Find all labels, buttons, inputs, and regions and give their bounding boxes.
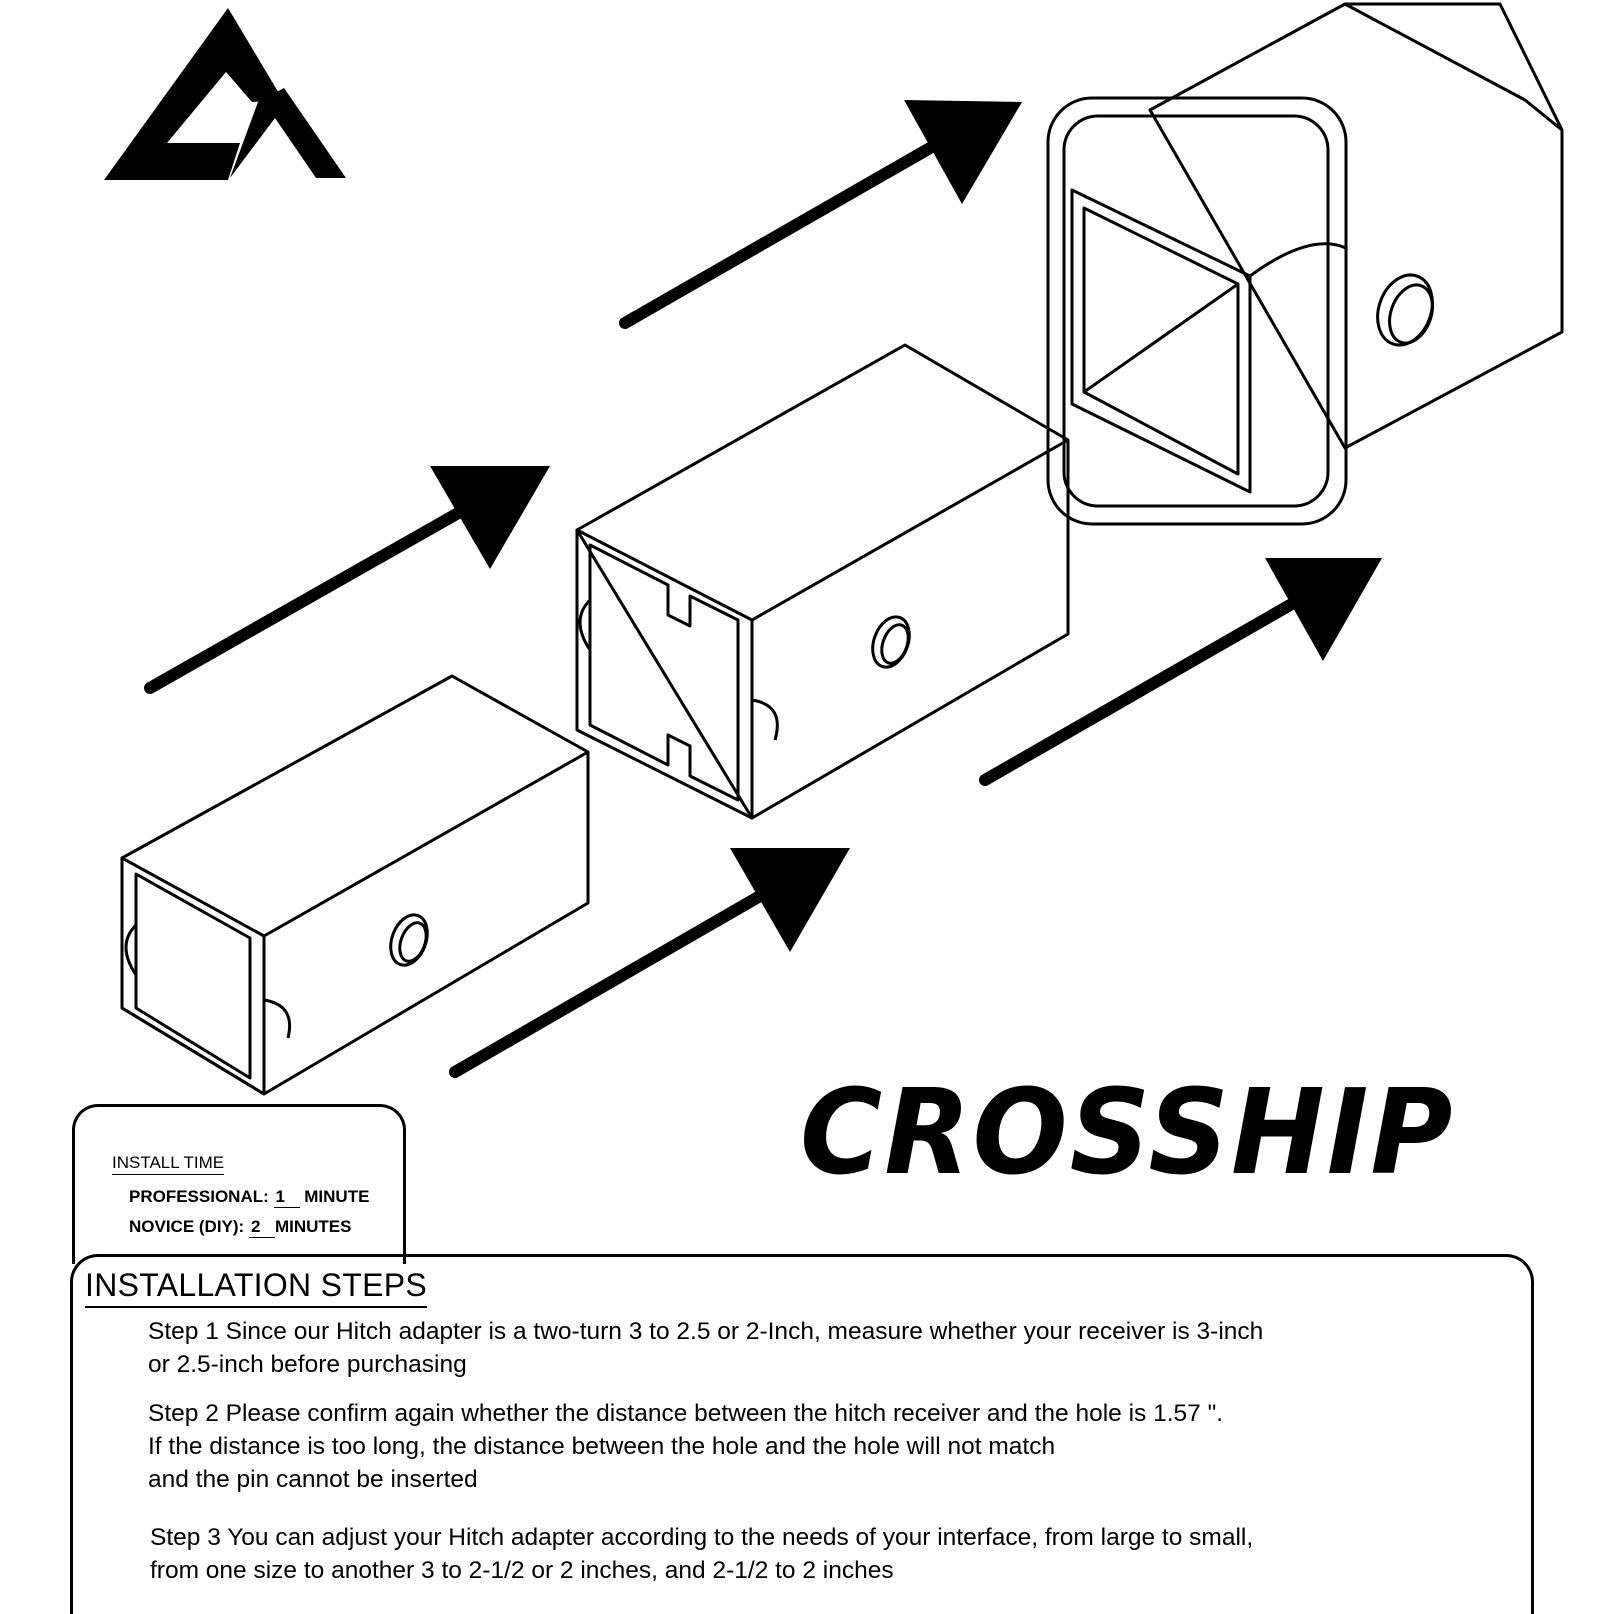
professional-time-row: PROFESSIONAL: 1 MINUTE bbox=[129, 1187, 369, 1208]
novice-value: 2 bbox=[248, 1217, 275, 1238]
step-line: Step 1 Since our Hitch adapter is a two-… bbox=[148, 1318, 1264, 1345]
step-line: from one size to another 3 to 2-1/2 or 2… bbox=[150, 1557, 894, 1584]
hitch-receiver-drawing bbox=[1046, 2, 1564, 526]
install-time-title: INSTALL TIME bbox=[112, 1153, 225, 1175]
step-1: Step 1 Since our Hitch adapter is a two-… bbox=[148, 1315, 1478, 1381]
hitch-adapter-illustration bbox=[104, 2, 1564, 1096]
step-line: Step 3 You can adjust your Hitch adapter… bbox=[150, 1524, 1254, 1551]
step-2: Step 2 Please confirm again whether the … bbox=[148, 1397, 1478, 1496]
installation-steps-panel: INSTALLATION STEPS Step 1 Since our Hitc… bbox=[70, 1254, 1534, 1614]
professional-unit: MINUTE bbox=[304, 1187, 370, 1206]
small-adapter-drawing bbox=[120, 674, 590, 1096]
middle-adapter-drawing bbox=[575, 343, 1070, 820]
step-line: Step 2 Please confirm again whether the … bbox=[148, 1400, 1224, 1427]
install-time-panel: INSTALL TIME PROFESSIONAL: 1 MINUTE NOVI… bbox=[72, 1104, 406, 1264]
brand-logo-icon bbox=[104, 8, 346, 180]
novice-label: NOVICE (DIY): bbox=[129, 1217, 245, 1236]
arrow-icon bbox=[619, 100, 1022, 329]
arrow-icon bbox=[144, 466, 550, 694]
step-line: and the pin cannot be inserted bbox=[148, 1466, 478, 1493]
novice-unit: MINUTES bbox=[274, 1217, 352, 1236]
arrow-icon bbox=[449, 848, 850, 1078]
step-3: Step 3 You can adjust your Hitch adapter… bbox=[150, 1521, 1480, 1587]
step-line: or 2.5-inch before purchasing bbox=[148, 1351, 467, 1378]
professional-label: PROFESSIONAL: bbox=[129, 1187, 269, 1206]
installation-steps-title: INSTALLATION STEPS bbox=[85, 1267, 428, 1308]
professional-value: 1 bbox=[273, 1187, 300, 1208]
arrow-icon bbox=[979, 558, 1382, 786]
step-line: If the distance is too long, the distanc… bbox=[148, 1433, 1056, 1460]
brand-wordmark: CROSSHIP bbox=[800, 1064, 1455, 1202]
